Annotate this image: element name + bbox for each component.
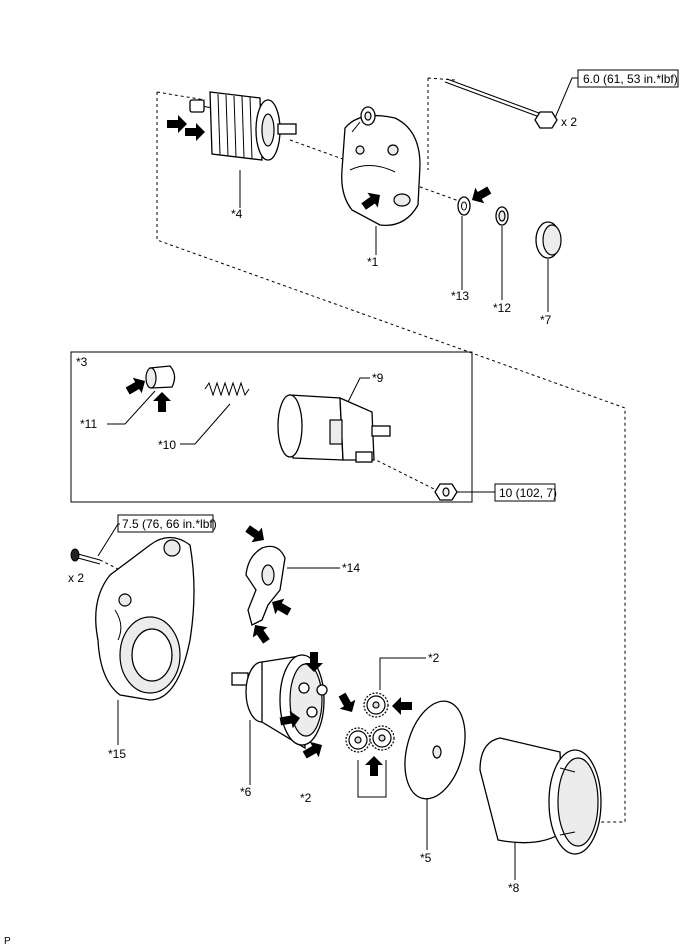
armature [167, 91, 297, 161]
label-lock-plate: *12 [493, 301, 511, 315]
corner-mark: P [4, 936, 11, 947]
solenoid-group-box [70, 351, 473, 503]
label-washer: *13 [451, 289, 469, 303]
label-carrier-shaft: *6 [240, 785, 252, 799]
return-spring [204, 381, 250, 397]
label-drive-lever: *14 [342, 561, 360, 575]
drive-lever [242, 521, 340, 647]
torque-box-through-bolt [577, 69, 679, 88]
torque-box-terminal-nut [494, 483, 556, 502]
label-end-frame: *1 [367, 255, 379, 269]
center-plate [404, 700, 466, 800]
label-yoke: *8 [508, 881, 520, 895]
leader-lines [107, 170, 549, 880]
label-solenoid-group: *3 [76, 355, 88, 369]
terminal-nut [434, 483, 495, 501]
through-bolt [444, 77, 578, 129]
label-drive-housing: *15 [108, 747, 126, 761]
label-solenoid: *9 [372, 371, 384, 385]
bearing-cover [535, 221, 562, 259]
torque-through-bolt: 6.0 (61, 53 in.*lbf) [583, 72, 678, 86]
planetary-gear-set [334, 657, 426, 798]
torque-box-housing-bolt [117, 514, 214, 533]
label-spring: *10 [158, 438, 176, 452]
label-plunger: *11 [80, 417, 97, 431]
label-planetary-gear-bottom: *2 [300, 791, 312, 805]
torque-terminal-nut: 10 (102, 7) [499, 486, 557, 500]
housing-bolt [70, 523, 120, 565]
solenoid [277, 394, 391, 463]
yoke [479, 737, 602, 855]
lock-plate [495, 206, 509, 226]
commutator-end-frame [341, 106, 421, 226]
label-center-plate: *5 [420, 851, 432, 865]
plunger [123, 365, 176, 412]
label-armature: *4 [231, 207, 243, 221]
qty-through-bolt: x 2 [561, 115, 577, 129]
label-cover: *7 [540, 313, 552, 327]
planetary-carrier-shaft [231, 652, 328, 763]
label-planetary-gear-top: *2 [428, 651, 440, 665]
qty-housing-bolt: x 2 [68, 571, 84, 585]
washer [457, 182, 494, 216]
drive-housing [95, 536, 195, 701]
torque-housing-bolt: 7.5 (76, 66 in.*lbf) [122, 517, 217, 531]
